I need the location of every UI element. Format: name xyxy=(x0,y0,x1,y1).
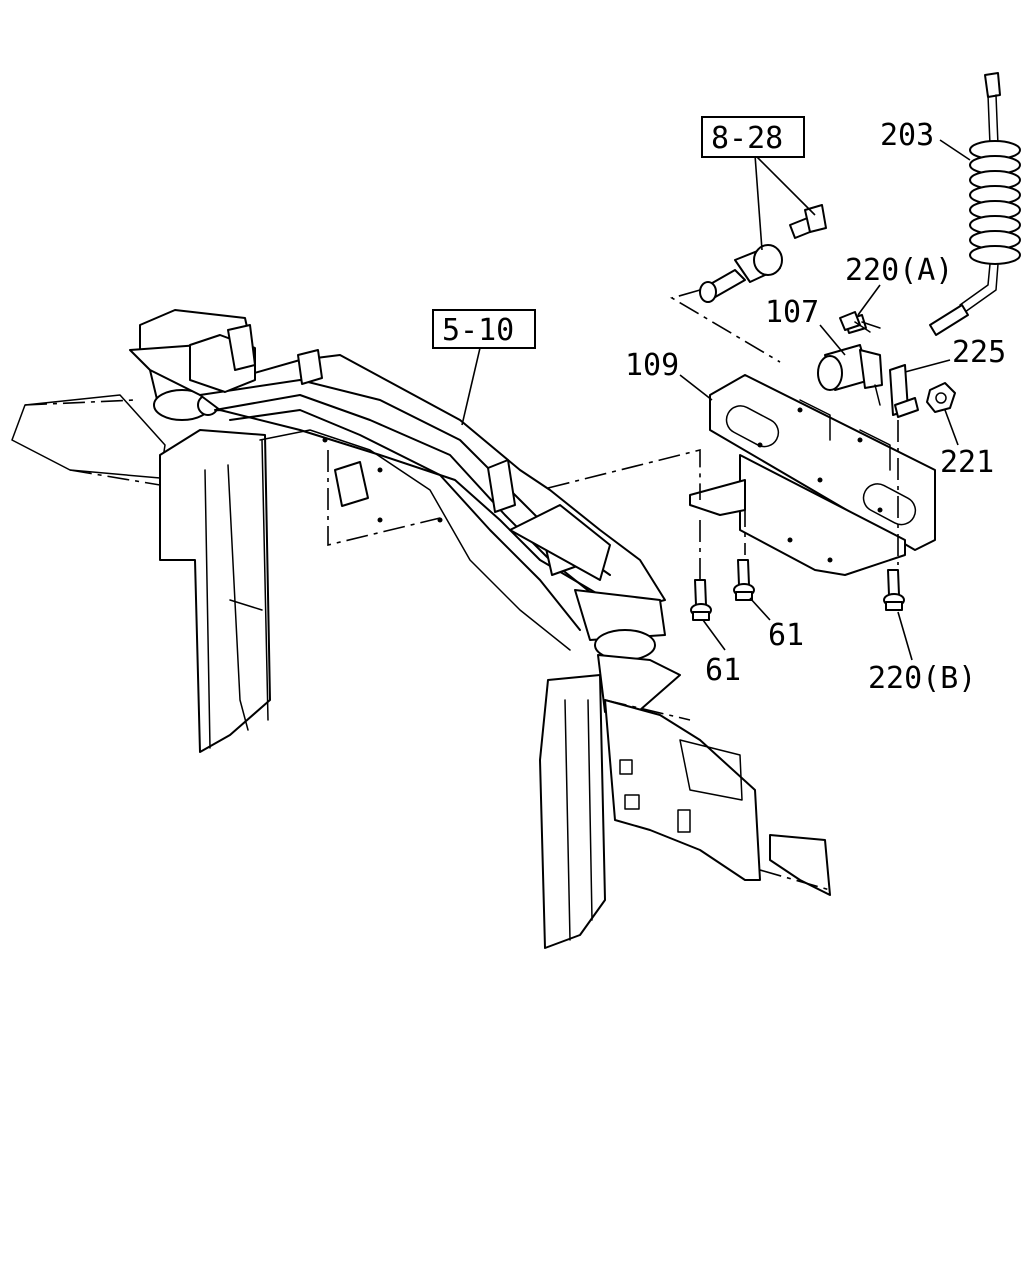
label-8-28: 8-28 xyxy=(711,121,783,156)
label-203: 203 xyxy=(880,118,934,153)
label-221: 221 xyxy=(940,445,994,480)
nut-221 xyxy=(926,382,956,413)
right-mount-block xyxy=(574,589,681,713)
bracket-109 xyxy=(689,374,936,576)
bolt-61-right xyxy=(733,559,755,601)
bolt-61-left xyxy=(690,579,712,621)
assembly-lines xyxy=(327,420,899,580)
label-109: 109 xyxy=(625,348,679,383)
label-5-10: 5-10 xyxy=(442,313,514,348)
coiled-cable-203 xyxy=(929,72,1021,336)
leader-lines xyxy=(461,139,971,661)
label-61-right: 61 xyxy=(768,618,804,653)
sensor-8-28 xyxy=(669,204,827,363)
right-frame-member xyxy=(539,674,831,949)
bolt-220a xyxy=(839,311,871,333)
left-frame-rail xyxy=(11,394,166,486)
clamp-225 xyxy=(889,364,919,418)
label-220b: 220(B) xyxy=(868,661,976,696)
label-220a: 220(A) xyxy=(845,253,953,288)
ref-box-5-10 xyxy=(432,309,536,349)
left-frame-member xyxy=(159,429,271,753)
solenoid-107 xyxy=(817,314,883,406)
label-61-left: 61 xyxy=(705,653,741,688)
left-clip xyxy=(189,324,323,393)
middle-clips xyxy=(334,459,611,581)
label-225: 225 xyxy=(952,335,1006,370)
ref-box-8-28 xyxy=(701,116,805,158)
bolt-220b xyxy=(883,569,905,611)
label-107: 107 xyxy=(765,295,819,330)
